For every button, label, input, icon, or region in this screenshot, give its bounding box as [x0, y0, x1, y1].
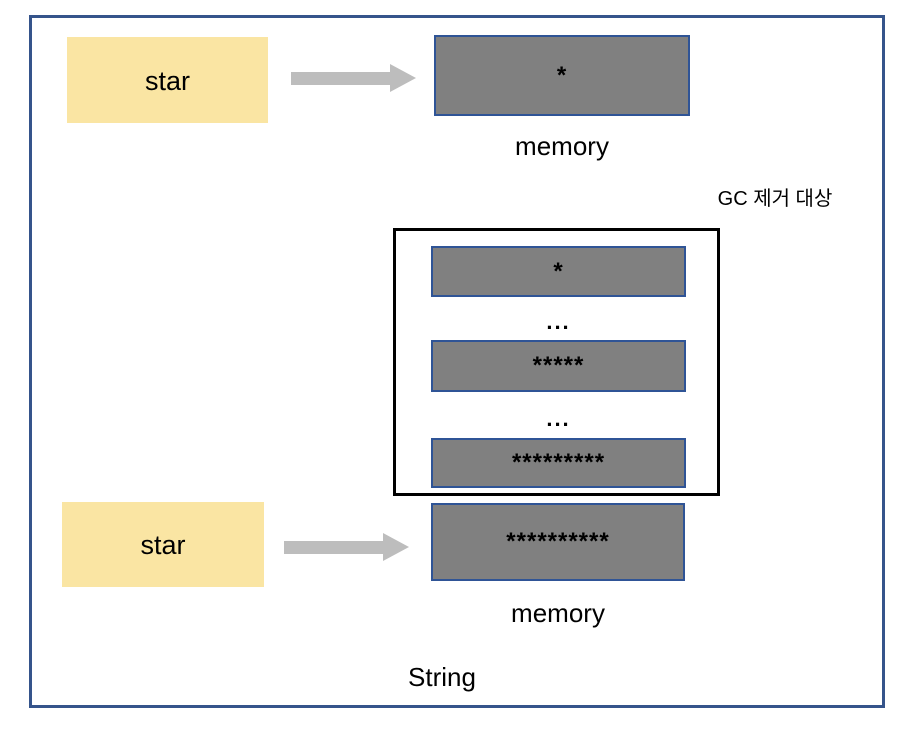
memory-label-top: memory — [434, 130, 690, 162]
diagram-caption: String — [347, 660, 537, 694]
ellipsis-text: ... — [546, 406, 571, 431]
memory-cell-value: * — [556, 61, 568, 89]
gc-target-label: GC 제거 대상 — [695, 185, 855, 213]
arrow-head — [383, 533, 409, 561]
arrow-right-icon — [291, 64, 416, 92]
arrow-right-icon — [284, 533, 409, 561]
arrow-head — [390, 64, 416, 92]
variable-label: star — [144, 65, 190, 96]
ellipsis-separator-1: ... — [431, 306, 686, 338]
variable-label: star — [140, 530, 186, 560]
arrow-shaft — [291, 71, 390, 85]
gc-cell-value: ********* — [511, 449, 606, 476]
gc-memory-cell-2: ***** — [431, 340, 686, 392]
gc-cell-value: ***** — [532, 352, 585, 379]
gc-target-label-text: GC 제거 대상 — [717, 188, 833, 210]
memory-label-text: memory — [511, 597, 605, 628]
gc-group-box — [393, 228, 720, 496]
arrow-shaft — [284, 540, 383, 554]
gc-memory-cell-3: ********* — [431, 438, 686, 488]
memory-label-bottom: memory — [431, 597, 685, 629]
caption-text: String — [408, 661, 476, 692]
memory-label-text: memory — [515, 130, 609, 161]
ellipsis-text: ... — [546, 309, 571, 334]
variable-box-star-top: star — [67, 37, 268, 123]
memory-cell-value: ********** — [506, 528, 610, 555]
gc-memory-cell-1: * — [431, 246, 686, 297]
ellipsis-separator-2: ... — [431, 403, 686, 435]
memory-cell-bottom: ********** — [431, 503, 685, 581]
memory-cell-top: * — [434, 35, 690, 116]
gc-cell-value: * — [553, 257, 564, 285]
variable-box-star-bottom: star — [62, 502, 264, 587]
